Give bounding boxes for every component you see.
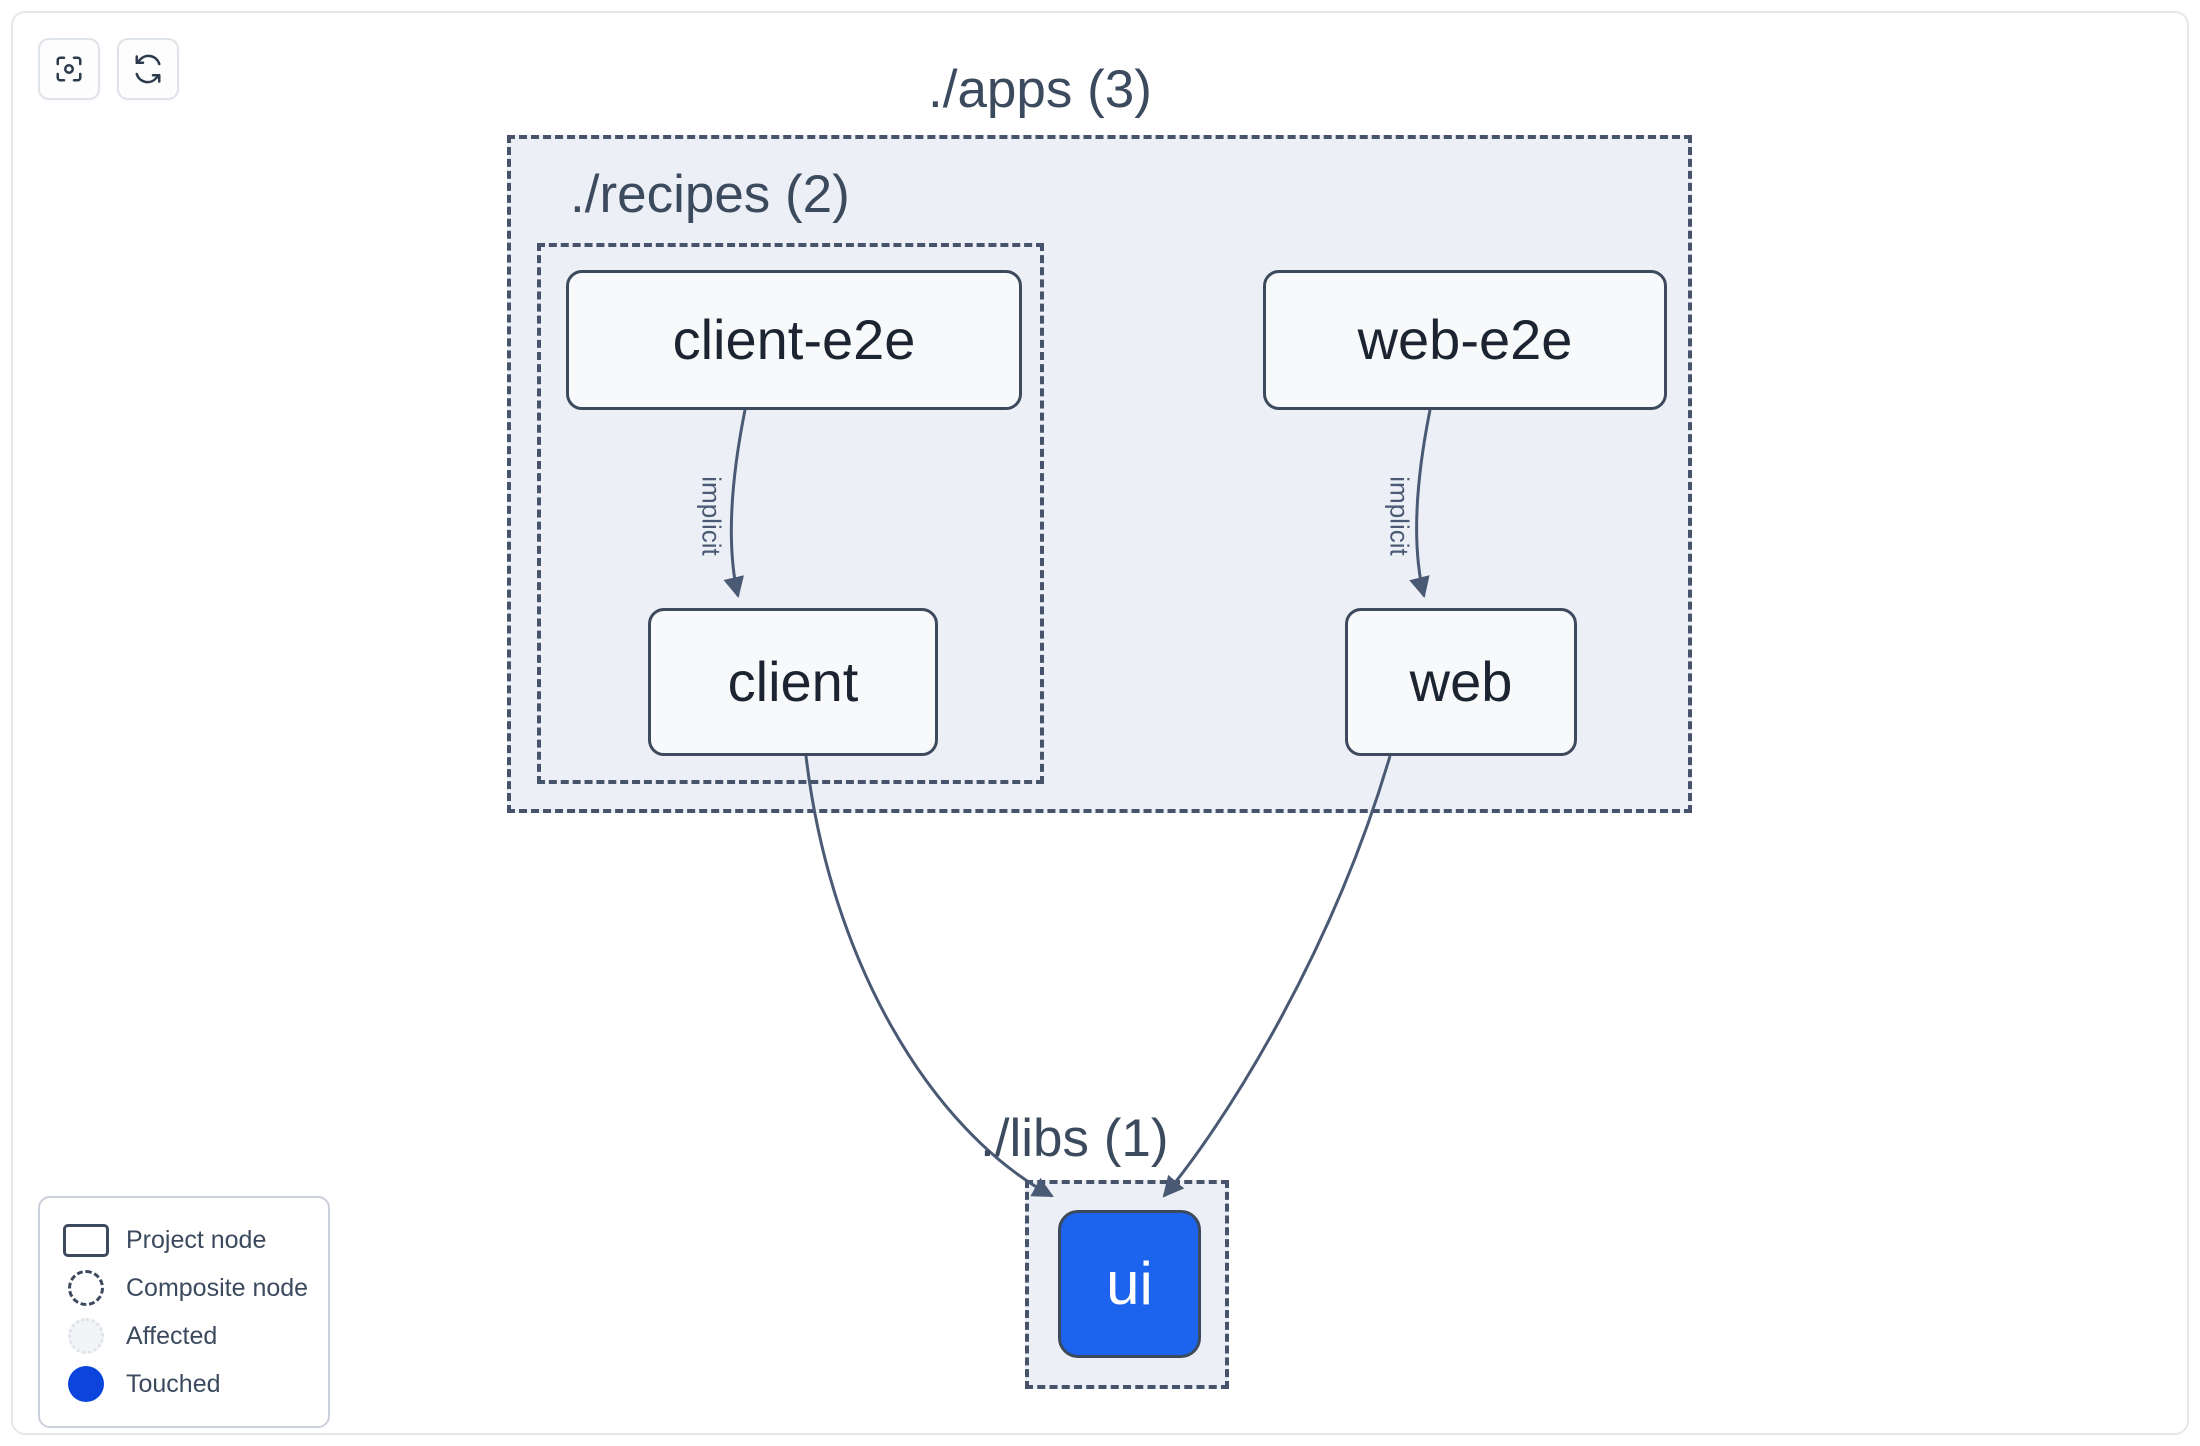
legend-label-project-node: Project node <box>126 1225 267 1254</box>
legend-label-composite-node: Composite node <box>126 1273 309 1302</box>
edge-client-e2e-to-client <box>723 409 747 599</box>
legend-item-affected: Affected <box>60 1312 308 1360</box>
refresh-graph-button[interactable] <box>117 38 179 100</box>
composite-node-swatch-icon <box>60 1268 112 1308</box>
project-node-client[interactable]: client <box>648 608 938 756</box>
edge-web-to-ui <box>1162 755 1392 1198</box>
legend-item-touched: Touched <box>60 1360 308 1408</box>
group-label-apps: ./apps (3) <box>928 60 1152 119</box>
project-node-client-e2e[interactable]: client-e2e <box>566 270 1022 410</box>
legend-item-composite-node: Composite node <box>60 1264 308 1312</box>
group-label-libs: ./libs (1) <box>980 1109 1169 1168</box>
project-node-web[interactable]: web <box>1345 608 1577 756</box>
legend-label-touched: Touched <box>126 1369 221 1398</box>
legend-label-affected: Affected <box>126 1321 218 1350</box>
edge-web-e2e-to-web <box>1409 409 1432 599</box>
graph-legend: Project node Composite node Affected Tou… <box>38 1196 330 1428</box>
group-label-recipes: ./recipes (2) <box>570 165 850 224</box>
touched-swatch-icon <box>60 1364 112 1404</box>
focus-target-icon <box>54 54 84 84</box>
affected-swatch-icon <box>60 1316 112 1356</box>
refresh-icon <box>133 54 163 84</box>
edge-client-to-ui <box>804 755 1054 1198</box>
project-node-swatch-icon <box>60 1220 112 1260</box>
legend-item-project-node: Project node <box>60 1216 308 1264</box>
project-node-web-e2e[interactable]: web-e2e <box>1263 270 1667 410</box>
graph-toolbar <box>38 38 179 100</box>
project-node-ui[interactable]: ui <box>1058 1210 1201 1358</box>
focus-graph-button[interactable] <box>38 38 100 100</box>
